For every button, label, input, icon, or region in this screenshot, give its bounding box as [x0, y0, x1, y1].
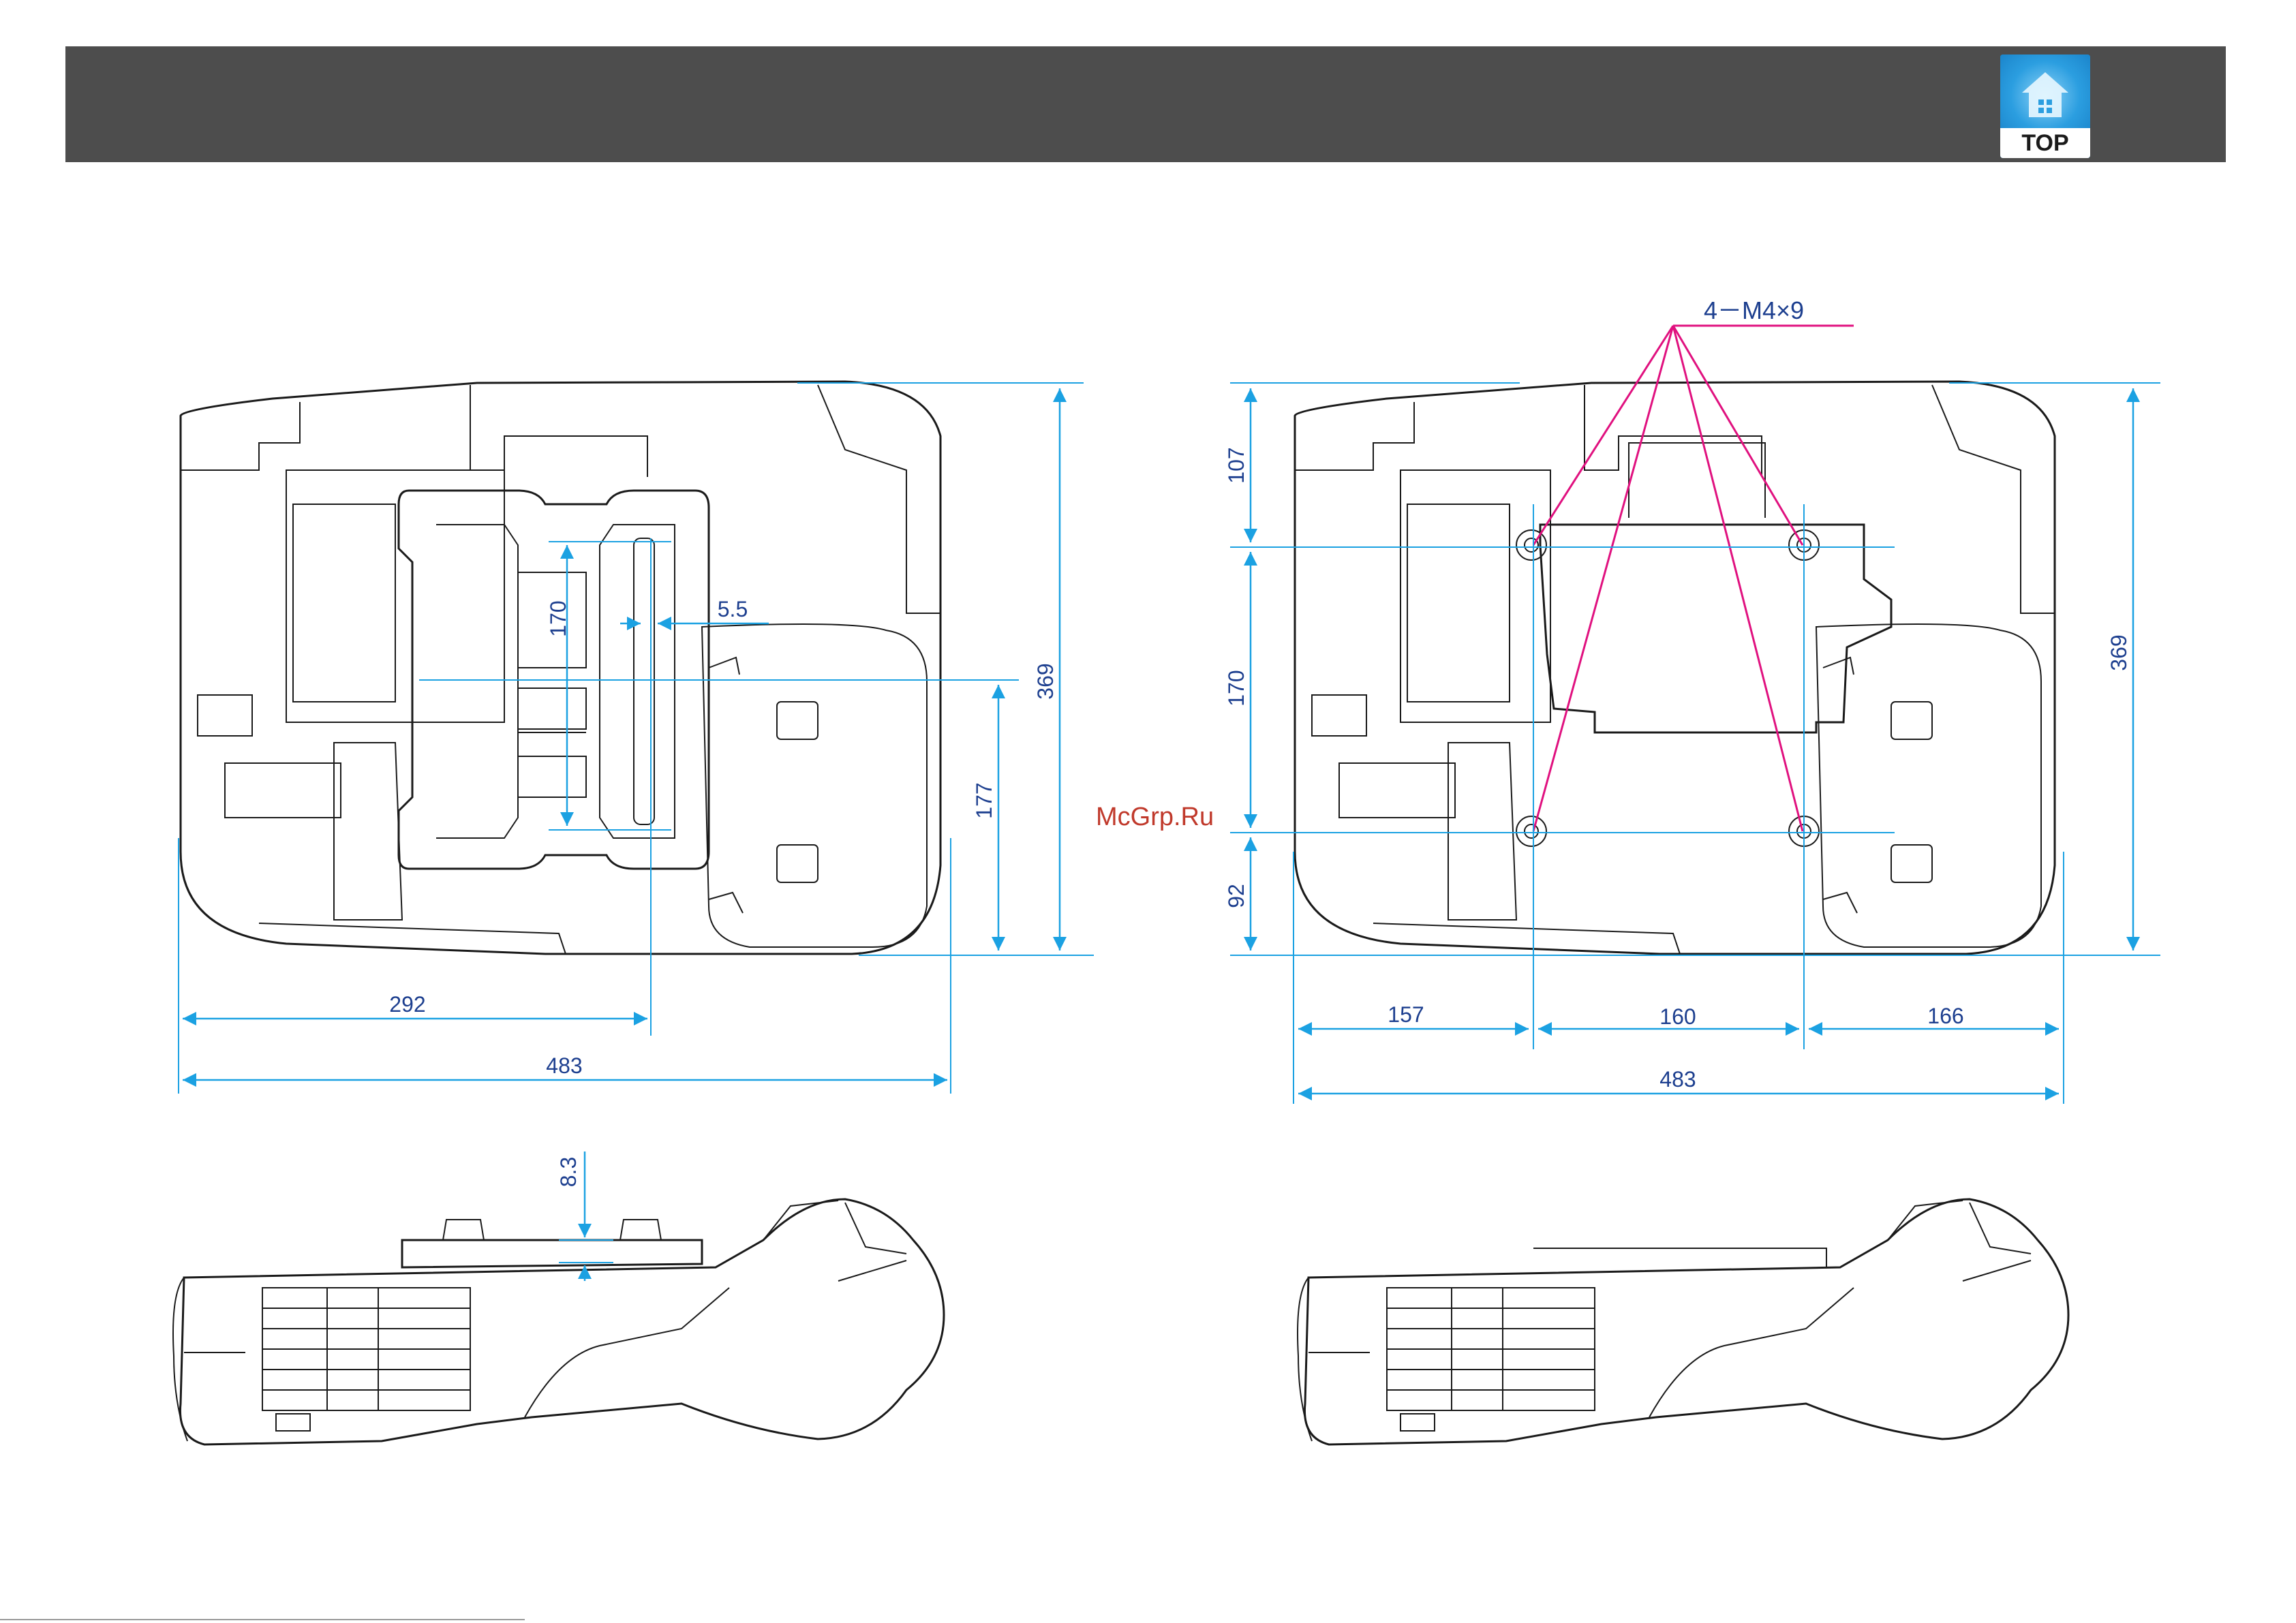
left-offset-label: 157: [1388, 1002, 1424, 1027]
right-overall-width-label: 483: [1659, 1067, 1696, 1092]
left-top-dimensions: 369 177 170 5.5 292 483: [179, 383, 1094, 1094]
slot-offset-label: 5.5: [718, 597, 748, 621]
bottom-offset-label: 92: [1224, 884, 1249, 908]
left-side-view: [173, 1199, 944, 1444]
watermark: McGrp.Ru: [1096, 803, 1214, 832]
hole-spacing-vertical-label: 170: [1224, 670, 1249, 706]
bracket-thickness-label: 8.3: [556, 1157, 581, 1187]
bracket-height-label: 170: [546, 600, 570, 636]
right-overall-height-label: 369: [2107, 634, 2131, 670]
screw-callout: 4－M4×9: [1533, 296, 1854, 831]
partial-height-label: 177: [972, 782, 996, 818]
overall-height-label: 369: [1033, 663, 1058, 699]
center-offset-width-label: 292: [389, 992, 425, 1017]
right-offset-label: 166: [1927, 1004, 1963, 1028]
top-offset-label: 107: [1224, 447, 1249, 483]
right-side-view: [1298, 1199, 2068, 1444]
hole-spacing-horizontal-label: 160: [1659, 1004, 1696, 1029]
right-top-dimensions: 107 170 92 369 157 160 166 483: [1224, 383, 2160, 1104]
overall-width-label: 483: [546, 1053, 582, 1078]
left-top-view: [181, 382, 940, 954]
footer-rule: [0, 1619, 525, 1620]
right-top-view: [1295, 382, 2055, 954]
left-side-dimensions: 8.3: [556, 1151, 613, 1281]
screw-callout-label: 4－M4×9: [1704, 296, 1804, 324]
